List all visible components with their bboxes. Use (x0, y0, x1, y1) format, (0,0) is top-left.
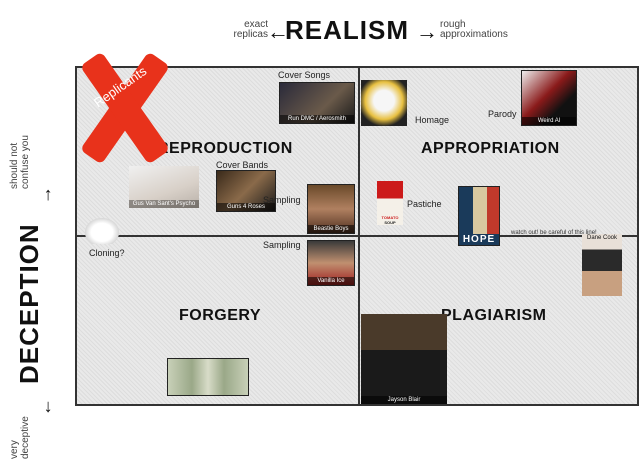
psycho-image: Gus Van Sant's Psycho (129, 166, 199, 208)
cover-bands-label: Cover Bands (216, 160, 269, 170)
parody-label: Parody (488, 109, 517, 119)
guns4roses-caption: Guns 4 Roses (217, 203, 275, 211)
cover-songs-label: Cover Songs (278, 70, 331, 80)
vanilla-ice-image: Vanilla Ice (307, 240, 355, 286)
realism-title: REALISM (285, 15, 409, 45)
marilyn-homage-image (361, 80, 407, 126)
quadrant-grid: REPRODUCTION APPROPRIATION FORGERY PLAGI… (75, 66, 639, 406)
run-dmc-image: Run DMC / Aerosmith (279, 82, 355, 124)
realism-right-line1: rough (440, 19, 466, 30)
dane-cook-image: Dane Cook (582, 234, 622, 296)
hope-poster-image: HOPE (458, 186, 500, 246)
psycho-caption: Gus Van Sant's Psycho (129, 200, 199, 208)
right-arrow-icon: → (416, 19, 438, 44)
down-arrow-icon: ← (35, 398, 55, 416)
quadrant-plagiarism: PLAGIARISM (441, 307, 547, 324)
homage-label: Homage (415, 115, 450, 125)
deception-axis: should not confuse you → DECEPTION ← ver… (2, 64, 55, 459)
dane-cook-caption: Dane Cook (586, 235, 618, 241)
realism-right-line2: approximations (440, 29, 508, 40)
soup-line2: SOUP (384, 220, 396, 225)
weird-al-image: Weird Al (521, 70, 577, 126)
replicants-badge: Replicants (74, 48, 171, 165)
deception-top-line2: confuse you (20, 135, 31, 189)
quadrant-reproduction: REPRODUCTION (157, 140, 293, 157)
guns4roses-image: Guns 4 Roses (216, 170, 276, 212)
diagram-canvas: exact replicas ← REALISM → rough approxi… (0, 12, 640, 459)
line-warning-note: watch out! be careful of this line! (511, 230, 597, 236)
jayson-blair-image: Jayson Blair (361, 314, 447, 404)
beastie-boys-image: Beastie Boys (307, 184, 355, 234)
deception-bottom-line2: deceptive (20, 416, 31, 459)
deception-top-line1: should not (9, 142, 20, 189)
jayson-blair-caption: Jayson Blair (361, 396, 447, 404)
deception-title: DECEPTION (14, 223, 44, 384)
pastiche-label: Pastiche (407, 199, 442, 209)
deception-bottom-line1: very (9, 440, 20, 459)
deception-top-label: should not confuse you (9, 99, 31, 189)
run-dmc-caption: Run DMC / Aerosmith (280, 115, 354, 123)
deception-bottom-label: very deceptive (9, 379, 31, 459)
beastie-boys-caption: Beastie Boys (308, 225, 354, 233)
soup-line1: TOMATO (381, 215, 399, 220)
realism-right-label: rough approximations (440, 20, 550, 40)
five-dollar-bill-image (167, 358, 249, 396)
sheep-image (85, 218, 119, 244)
realism-left-line2: replicas (233, 29, 268, 40)
hope-word: HOPE (459, 234, 499, 245)
soup-can-image: TOMATO SOUP (377, 181, 403, 225)
horizontal-divider (77, 235, 637, 237)
realism-left-line1: exact (244, 19, 268, 30)
up-arrow-icon: → (35, 186, 55, 204)
realism-axis: exact replicas ← REALISM → rough approxi… (0, 12, 640, 46)
sampling-bottom-label: Sampling (263, 240, 301, 250)
weird-al-caption: Weird Al (522, 117, 576, 125)
quadrant-appropriation: APPROPRIATION (421, 140, 560, 157)
quadrant-forgery: FORGERY (179, 307, 262, 324)
vanilla-ice-caption: Vanilla Ice (308, 277, 354, 285)
cloning-label: Cloning? (89, 248, 125, 258)
left-arrow-icon: ← (267, 19, 289, 44)
sampling-top-label: Sampling (263, 195, 301, 205)
realism-left-label: exact replicas (222, 20, 268, 40)
